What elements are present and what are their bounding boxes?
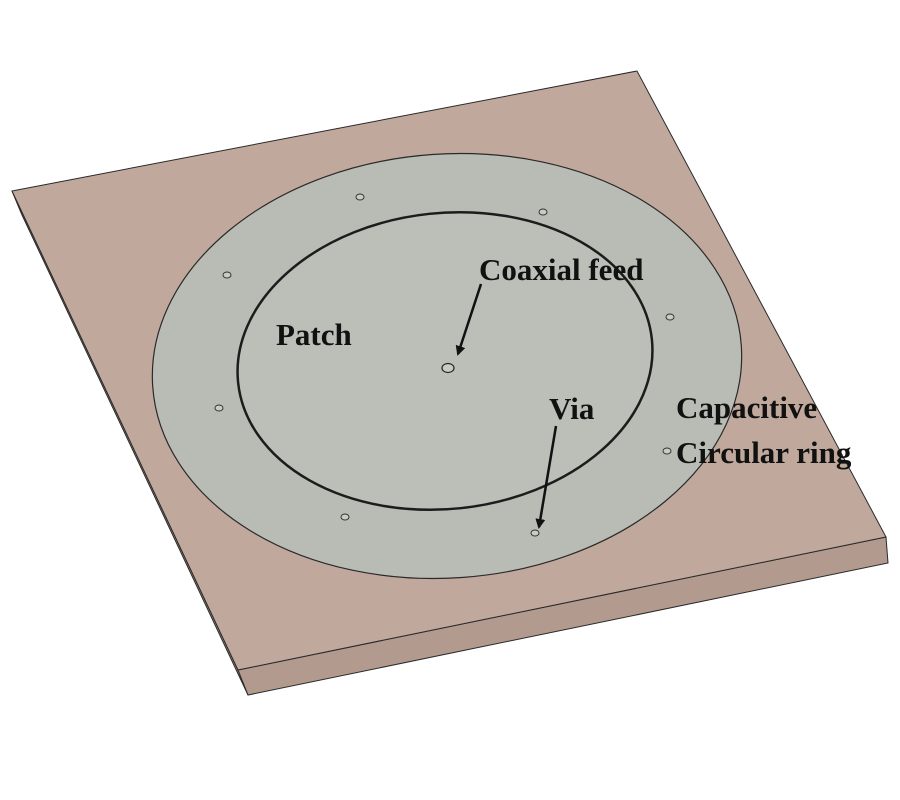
- via-arrow: [535, 425, 558, 529]
- coaxial-feed-arrow: [455, 283, 483, 356]
- label-circular-ring: Circular ring: [676, 435, 852, 470]
- via-hole: [538, 208, 548, 216]
- via-holes: [214, 193, 675, 537]
- label-coaxial-feed: Coaxial feed: [479, 252, 643, 287]
- via-hole: [222, 271, 232, 279]
- label-patch: Patch: [276, 317, 352, 352]
- label-capacitive: Capacitive: [676, 390, 817, 425]
- label-via: Via: [549, 391, 595, 426]
- patch: [236, 210, 654, 512]
- coaxial-feed-point: [441, 362, 455, 374]
- via-hole: [214, 404, 224, 412]
- via-hole: [355, 193, 365, 201]
- via-hole: [665, 313, 675, 321]
- via-hole: [340, 513, 350, 521]
- via-hole: [662, 447, 672, 455]
- via-hole: [530, 529, 540, 537]
